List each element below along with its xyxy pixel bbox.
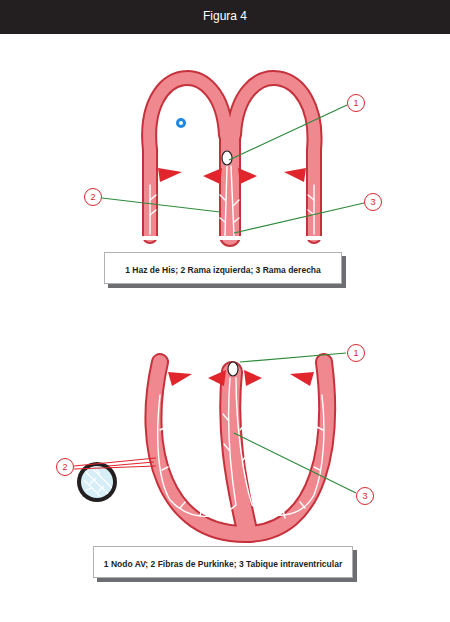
callout-number: 2 xyxy=(90,193,95,202)
callout-number: 1 xyxy=(353,349,358,358)
caption-text: 1 Haz de His; 2 Rama izquierda; 3 Rama d… xyxy=(125,265,321,275)
callout-number: 3 xyxy=(370,198,375,207)
callout-circle: 2 xyxy=(56,458,74,476)
figure-title: Figura 4 xyxy=(0,9,450,23)
callout-number: 3 xyxy=(362,492,367,501)
callout-circle: 3 xyxy=(356,487,374,505)
callout-circle: 3 xyxy=(364,193,382,211)
callout-number: 2 xyxy=(62,463,67,472)
callout-circle: 1 xyxy=(347,344,365,362)
caption-box: 1 Haz de His; 2 Rama izquierda; 3 Rama d… xyxy=(104,252,342,284)
callout-number: 1 xyxy=(353,99,358,108)
callout-circle: 1 xyxy=(347,94,365,112)
caption-text: 1 Nodo AV; 2 Fibras de Purkinke; 3 Tabiq… xyxy=(104,559,342,569)
caption-box: 1 Nodo AV; 2 Fibras de Purkinke; 3 Tabiq… xyxy=(93,546,353,578)
callout-circle: 2 xyxy=(84,188,102,206)
